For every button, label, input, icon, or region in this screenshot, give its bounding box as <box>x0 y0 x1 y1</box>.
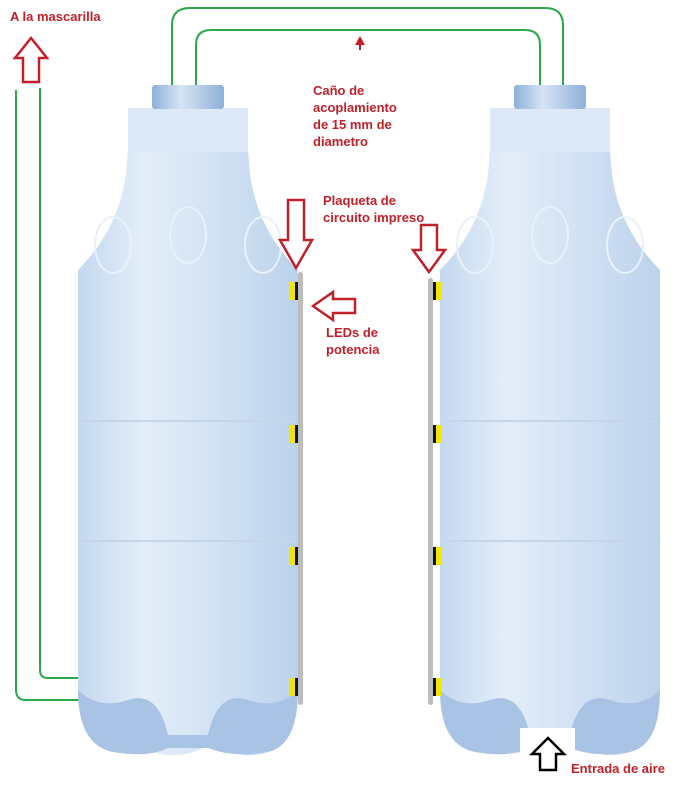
label-leds-line: potencia <box>326 342 380 357</box>
pcb-arrow-left-icon <box>277 198 315 271</box>
label-pipe-line: acoplamiento <box>313 100 397 115</box>
label-pipe-line: de 15 mm de <box>313 117 392 132</box>
right-bottle-cap <box>514 85 586 109</box>
label-pcb: Plaqueta de circuito impreso <box>323 192 424 226</box>
coupling-tube <box>171 7 564 86</box>
mask-tube <box>15 88 80 701</box>
left-bottle-cap <box>152 85 224 109</box>
label-pcb-line: circuito impreso <box>323 210 425 225</box>
led-arrow-icon <box>310 289 357 323</box>
label-leds-line: LEDs de <box>326 325 379 340</box>
left-bottle <box>77 85 299 757</box>
left-pcb <box>290 272 303 705</box>
right-bottle <box>439 85 661 757</box>
pcb-arrow-right-icon <box>410 223 448 275</box>
mask-arrow-icon <box>12 35 50 84</box>
label-mask: A la mascarilla <box>10 9 101 24</box>
pipe-pointer-icon <box>355 36 365 50</box>
label-pipe: Caño de acoplamiento de 15 mm de diametr… <box>313 82 397 150</box>
label-leds: LEDs de potencia <box>326 324 379 358</box>
label-pcb-line: Plaqueta de <box>323 193 396 208</box>
right-pcb <box>428 278 441 705</box>
air-in-arrow-icon <box>528 736 568 772</box>
label-pipe-line: diametro <box>313 134 368 149</box>
label-air-inlet: Entrada de aire <box>571 761 665 776</box>
label-pipe-line: Caño de <box>313 83 365 98</box>
